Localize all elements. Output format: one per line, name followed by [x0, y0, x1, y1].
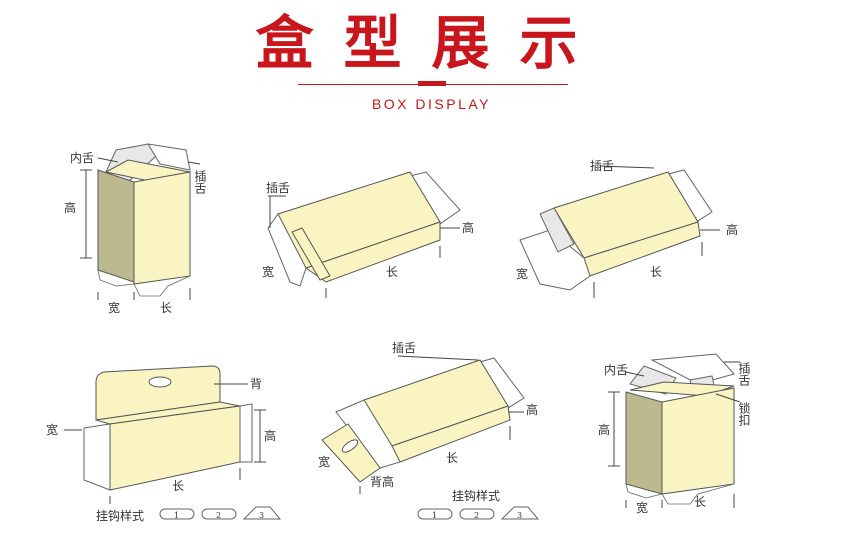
box2-label-insert: 插舌 [266, 181, 290, 195]
box2-label-width: 宽 [262, 264, 274, 279]
box6-front [661, 387, 735, 495]
box4-end-flap [239, 403, 253, 463]
box-1-tall-tuck: 内舌 插舌 高 宽 长 [64, 143, 207, 315]
box5-hook-style-1-shape [417, 508, 453, 520]
box1-bottom-flap-right [133, 275, 191, 297]
box5-hook-style-1: 1 [432, 511, 437, 520]
hook-style-3-shape [242, 506, 282, 520]
box1-tuck-flap [147, 143, 191, 171]
box5-hook-style-2: 2 [474, 511, 479, 520]
box1-label-insert-1: 插舌 [193, 170, 207, 194]
box-3-flat-open: 插舌 高 宽 长 [516, 159, 738, 298]
box2-label-length: 长 [386, 265, 398, 279]
box5-label-height: 高 [526, 402, 538, 417]
box3-label-width: 宽 [516, 266, 528, 281]
box1-front [133, 171, 191, 285]
box-2-flat-tuck: 插舌 高 宽 长 [262, 171, 474, 298]
box6-bottom-right [661, 483, 735, 505]
box-4-hanger-display: 背 宽 高 长 挂钩样式 1 2 3 [46, 365, 282, 523]
box4-label-width: 宽 [46, 422, 58, 437]
page-title: 盒型展示 [255, 9, 608, 77]
box4-side [83, 423, 111, 491]
box4-label-hook-style: 挂钩样式 [96, 508, 144, 523]
box5-hook-style-3: 3 [517, 511, 522, 520]
box5-label-width: 宽 [318, 454, 330, 469]
hook-style-1-shape [159, 508, 195, 520]
box3-label-insert: 插舌 [590, 159, 614, 173]
box4-label-length: 长 [172, 479, 184, 493]
box4-hang-hole [148, 376, 172, 388]
box5-label-back-height: 背高 [370, 474, 394, 489]
box1-label-height: 高 [64, 200, 76, 215]
hook-style-3: 3 [259, 511, 264, 520]
box4-label-back: 背 [250, 377, 262, 391]
box6-top-flap [650, 353, 735, 385]
box5-label-insert: 插舌 [392, 341, 416, 355]
box6-side [625, 391, 663, 495]
box1-bottom-flap-left [97, 269, 135, 287]
box6-label-lock: 锁扣 [737, 401, 751, 427]
box6-label-insert: 插舌 [737, 362, 751, 386]
box5-hang-tab [321, 423, 381, 483]
title-divider-mark [418, 81, 446, 86]
hook-style-1: 1 [174, 511, 179, 520]
box1-label-inner-tongue: 内舌 [70, 151, 94, 165]
box1-label-width: 宽 [108, 300, 120, 315]
box5-hook-style-3-shape [500, 506, 540, 520]
box3-label-height: 高 [726, 222, 738, 237]
hook-style-2-shape [201, 508, 237, 520]
box5-label-length: 长 [446, 451, 458, 465]
box2-side-flap [267, 213, 307, 287]
box2-label-height: 高 [462, 220, 474, 235]
box-6-tall-lock: 内舌 插舌 锁扣 高 宽 长 [598, 353, 751, 515]
box6-label-height: 高 [598, 422, 610, 437]
box6-label-width: 宽 [636, 500, 648, 515]
page-subtitle: BOX DISPLAY [371, 96, 492, 112]
box5-hook-style-2-shape [459, 508, 495, 520]
box4-label-height: 高 [264, 428, 276, 443]
box6-label-length: 长 [694, 495, 706, 509]
box-5-flat-hanger: 插舌 高 宽 长 背高 挂钩样式 1 2 3 [318, 341, 540, 520]
box5-label-hook-style: 挂钩样式 [452, 488, 500, 503]
box3-label-length: 长 [650, 265, 662, 279]
hook-style-2: 2 [216, 511, 221, 520]
box1-side [97, 169, 135, 283]
box3-inner [539, 207, 575, 253]
box5-hang-hole [341, 439, 359, 453]
box1-label-length: 长 [160, 301, 172, 315]
box6-bottom-left [625, 483, 663, 499]
box6-top [629, 381, 735, 397]
box2-tuck [291, 227, 331, 281]
box6-label-inner-tongue: 内舌 [604, 363, 628, 377]
